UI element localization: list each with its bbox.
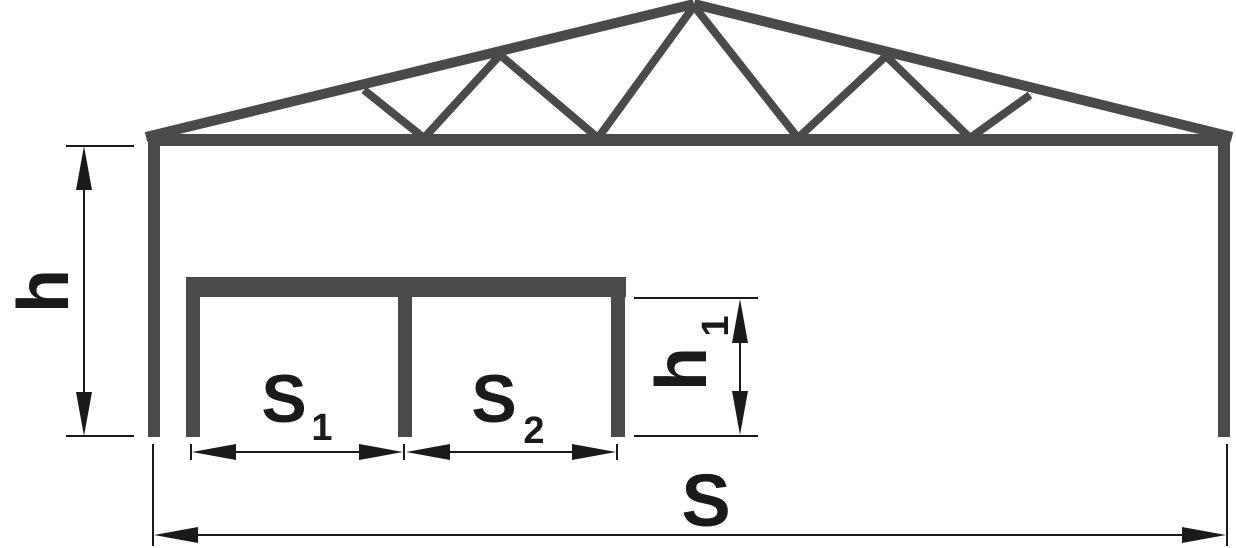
- arrow-down: [76, 392, 92, 436]
- web-member: [421, 52, 503, 141]
- inner-height-label: h: [642, 347, 722, 391]
- dimension-s: S: [152, 444, 1228, 546]
- web-member: [594, 3, 698, 141]
- dimension-s1: S 1: [190, 361, 405, 460]
- dimension-h: h: [4, 145, 134, 437]
- arrow-left: [192, 444, 236, 460]
- inner-frame: [186, 277, 626, 437]
- web-member: [361, 86, 427, 142]
- bay2-subscript: 2: [523, 410, 544, 452]
- bay1-label: S: [261, 361, 306, 437]
- arrow-right: [1182, 527, 1226, 543]
- arrow-up: [732, 299, 748, 343]
- bay1-subscript: 1: [311, 407, 332, 449]
- truss-top-chord-right: [692, 0, 1234, 142]
- bay2-label: S: [471, 361, 516, 437]
- dimension-s2: S 2: [406, 361, 618, 460]
- web-member: [883, 53, 973, 141]
- truss-web: [361, 3, 1033, 142]
- dimension-h1: h 1: [634, 297, 758, 437]
- height-label: h: [4, 269, 84, 313]
- arrow-up: [76, 146, 92, 190]
- main-frame: [144, 0, 1234, 437]
- span-label: S: [681, 459, 730, 542]
- truss-top-chord-left: [144, 0, 696, 142]
- arrow-left: [406, 444, 450, 460]
- inner-height-subscript: 1: [695, 315, 737, 336]
- arrow-right: [572, 444, 616, 460]
- web-member: [795, 53, 889, 141]
- arrow-left: [154, 527, 198, 543]
- web-member: [497, 51, 601, 142]
- web-member: [967, 91, 1033, 142]
- web-member: [690, 3, 802, 141]
- arrow-right: [359, 444, 403, 460]
- arrow-down: [732, 391, 748, 435]
